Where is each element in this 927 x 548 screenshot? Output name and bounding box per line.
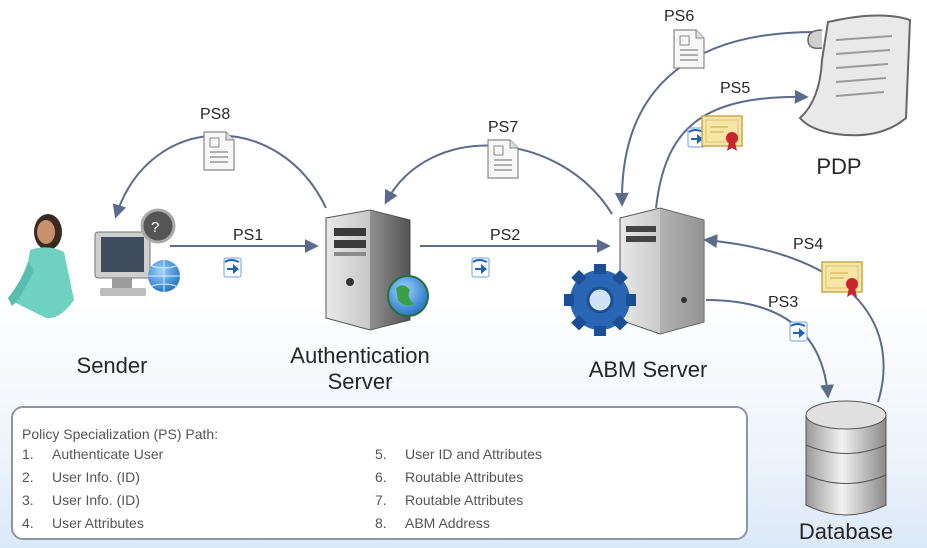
legend-item-number: 3. [22,492,34,508]
ps1-label: PS1 [233,227,264,244]
arrow-ps5 [655,89,809,209]
ps5-label: PS5 [720,80,751,97]
legend-item-text: Routable Attributes [405,469,524,485]
document-icon-ps8 [203,131,235,171]
sender-icon: ? [8,208,180,319]
ps4-label: PS4 [793,236,824,253]
authentication-server-label-line1: Authentication [290,343,430,368]
certificate-icon-ps4 [821,261,863,298]
legend-item-number: 2. [22,469,34,485]
legend-item-number: 7. [375,492,387,508]
arrows [112,30,885,403]
legend-item-number: 5. [375,446,387,462]
legend-item-text: User Info. (ID) [52,492,140,508]
legend-item-text: ABM Address [405,515,490,531]
legend-item-text: User Attributes [52,515,144,531]
ps8-label: PS8 [200,106,231,123]
send-icon-ps1 [223,257,242,278]
abm-server-label: ABM Server [588,357,708,382]
legend-item-number: 8. [375,515,387,531]
svg-text:?: ? [151,219,159,236]
sender-label: Sender [76,353,148,378]
gear-icon [564,264,636,336]
ps7-label: PS7 [488,119,519,136]
legend-item-text: User ID and Attributes [405,446,542,462]
legend-item-text: Routable Attributes [405,492,524,508]
send-icon-ps2 [471,257,490,278]
legend-item-text: Authenticate User [52,446,164,462]
document-icon-ps6 [673,29,705,69]
arrow-ps6 [614,30,823,207]
abm-server-icon [564,207,705,336]
legend-item-number: 4. [22,515,34,531]
authentication-server-icon [325,209,429,331]
pdp-label: PDP [816,154,862,179]
send-icon-ps3 [789,321,808,342]
arrow-ps4 [703,234,885,403]
certificate-icon-ps5 [701,115,743,152]
database-icon [805,400,887,516]
authentication-server-label-line2: Server [327,369,393,394]
authentication-server-label: Authentication Server [260,343,460,395]
legend-item-text: User Info. (ID) [52,469,140,485]
legend-box: Policy Specialization (PS) Path: 1. Auth… [11,406,748,540]
ps3-label: PS3 [768,294,799,311]
pdp-scroll-icon [798,14,912,137]
legend-title: Policy Specialization (PS) Path: [22,426,219,442]
document-icon-ps7 [487,139,519,179]
legend-item-number: 6. [375,469,387,485]
ps6-label: PS6 [664,8,695,25]
ps2-label: PS2 [490,227,521,244]
legend-item-number: 1. [22,446,34,462]
database-label: Database [798,519,894,544]
